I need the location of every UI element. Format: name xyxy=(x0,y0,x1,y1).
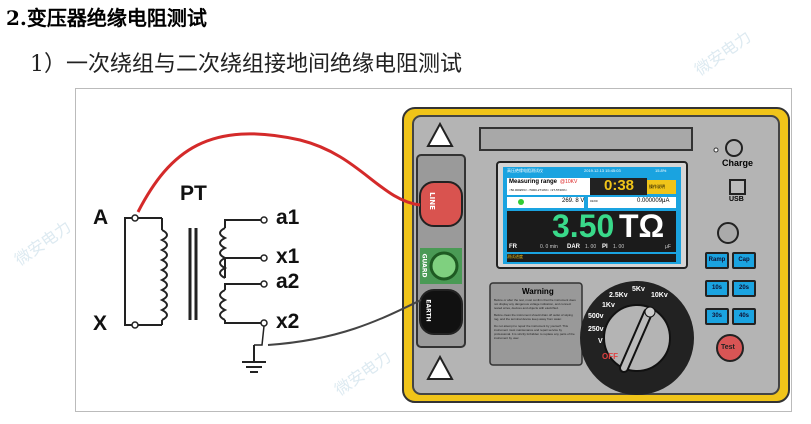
dial-250v[interactable]: 250v xyxy=(588,326,604,333)
dial-v[interactable]: V xyxy=(598,338,603,345)
warning-triangle-icon xyxy=(426,121,454,147)
terminal-x1: x1 xyxy=(276,245,300,268)
current-label: 01/00 xyxy=(590,199,598,203)
pi-value: 1. 00 xyxy=(613,244,625,250)
fr-label: FR xyxy=(509,244,517,250)
terminal-a1: a1 xyxy=(276,206,300,229)
figure-frame xyxy=(75,88,792,412)
dial-off[interactable]: OFF xyxy=(602,352,618,361)
screen-title: 高压绝缘电阻测试仪 xyxy=(507,168,543,173)
cap-button[interactable]: Cap xyxy=(732,252,756,269)
timer-button[interactable]: 操作说明 xyxy=(649,184,665,189)
range-subtext: <50.000k5%> <5000-2T10%> <2T-5T20%> xyxy=(509,188,568,192)
fr-value: 0. 0 min xyxy=(540,244,558,250)
warning-text: Before or after the test, must confirm t… xyxy=(494,298,576,340)
warning-title: Warning xyxy=(522,287,554,296)
line-jack xyxy=(419,181,463,227)
top-slot xyxy=(479,127,693,151)
capacitance-unit: μF xyxy=(665,244,671,250)
resistance-unit: TΩ xyxy=(619,208,665,244)
pi-label: PI xyxy=(602,244,608,250)
30s-button[interactable]: 30s xyxy=(705,308,729,325)
ground-icon xyxy=(242,345,266,373)
dar-label: DAR xyxy=(567,244,580,250)
terminal-a: A xyxy=(93,206,109,229)
test-button-ring xyxy=(716,334,744,362)
charge-port xyxy=(725,139,743,157)
dial-2-5kv[interactable]: 2.5Kv xyxy=(609,292,628,299)
progress-label: 测试进度 xyxy=(507,254,523,259)
transformer-label: PT xyxy=(180,182,207,205)
ramp-button[interactable]: Ramp xyxy=(705,252,729,269)
terminal-x: X xyxy=(93,312,108,335)
10s-button[interactable]: 10s xyxy=(705,280,729,297)
guard-socket xyxy=(429,251,459,281)
charge-label: Charge xyxy=(722,158,754,168)
timer: 0:38 xyxy=(604,177,635,194)
screen-datetime: 2019.12.13 15:45:03 xyxy=(584,168,621,173)
subsection-heading: 1）一次绕组与二次绕组接地间绝缘电阻测试 xyxy=(30,52,462,77)
dial-500v[interactable]: 500v xyxy=(588,313,604,320)
range-value: @10KV xyxy=(560,179,578,185)
line-test-lead xyxy=(136,132,421,213)
dial-5kv[interactable]: 5Kv xyxy=(632,286,645,293)
line-terminal-label: LINE xyxy=(427,192,436,210)
leakage-current: 0.000009μA xyxy=(637,198,670,204)
test-voltage: 269. 8 V xyxy=(562,198,585,204)
section-heading: 2.变压器绝缘电阻测试 xyxy=(6,6,207,30)
range-label: Measuring range xyxy=(509,179,558,185)
earth-test-lead xyxy=(267,299,422,346)
dial-10kv[interactable]: 10Kv xyxy=(651,292,668,299)
20s-button[interactable]: 20s xyxy=(732,280,756,297)
warning-triangle-icon xyxy=(426,354,454,380)
terminal-a2: a2 xyxy=(276,270,300,293)
guard-terminal-label: GUARD xyxy=(420,253,428,278)
usb-label: USB xyxy=(729,196,744,203)
40s-button[interactable]: 40s xyxy=(732,308,756,325)
dial-1kv[interactable]: 1Kv xyxy=(602,302,615,309)
resistance-reading: 3.50 xyxy=(552,208,615,244)
aux-connector xyxy=(717,222,739,244)
dar-value: 1. 00 xyxy=(585,244,597,250)
usb-port xyxy=(729,179,746,195)
test-button[interactable]: Test xyxy=(721,344,735,351)
transformer-symbol xyxy=(124,217,262,326)
earth-jack xyxy=(419,289,463,335)
charge-led xyxy=(713,147,719,153)
battery-level: 15.8% xyxy=(655,168,667,173)
terminal-x2: x2 xyxy=(276,310,300,333)
earth-terminal-label: EARTH xyxy=(424,299,432,322)
